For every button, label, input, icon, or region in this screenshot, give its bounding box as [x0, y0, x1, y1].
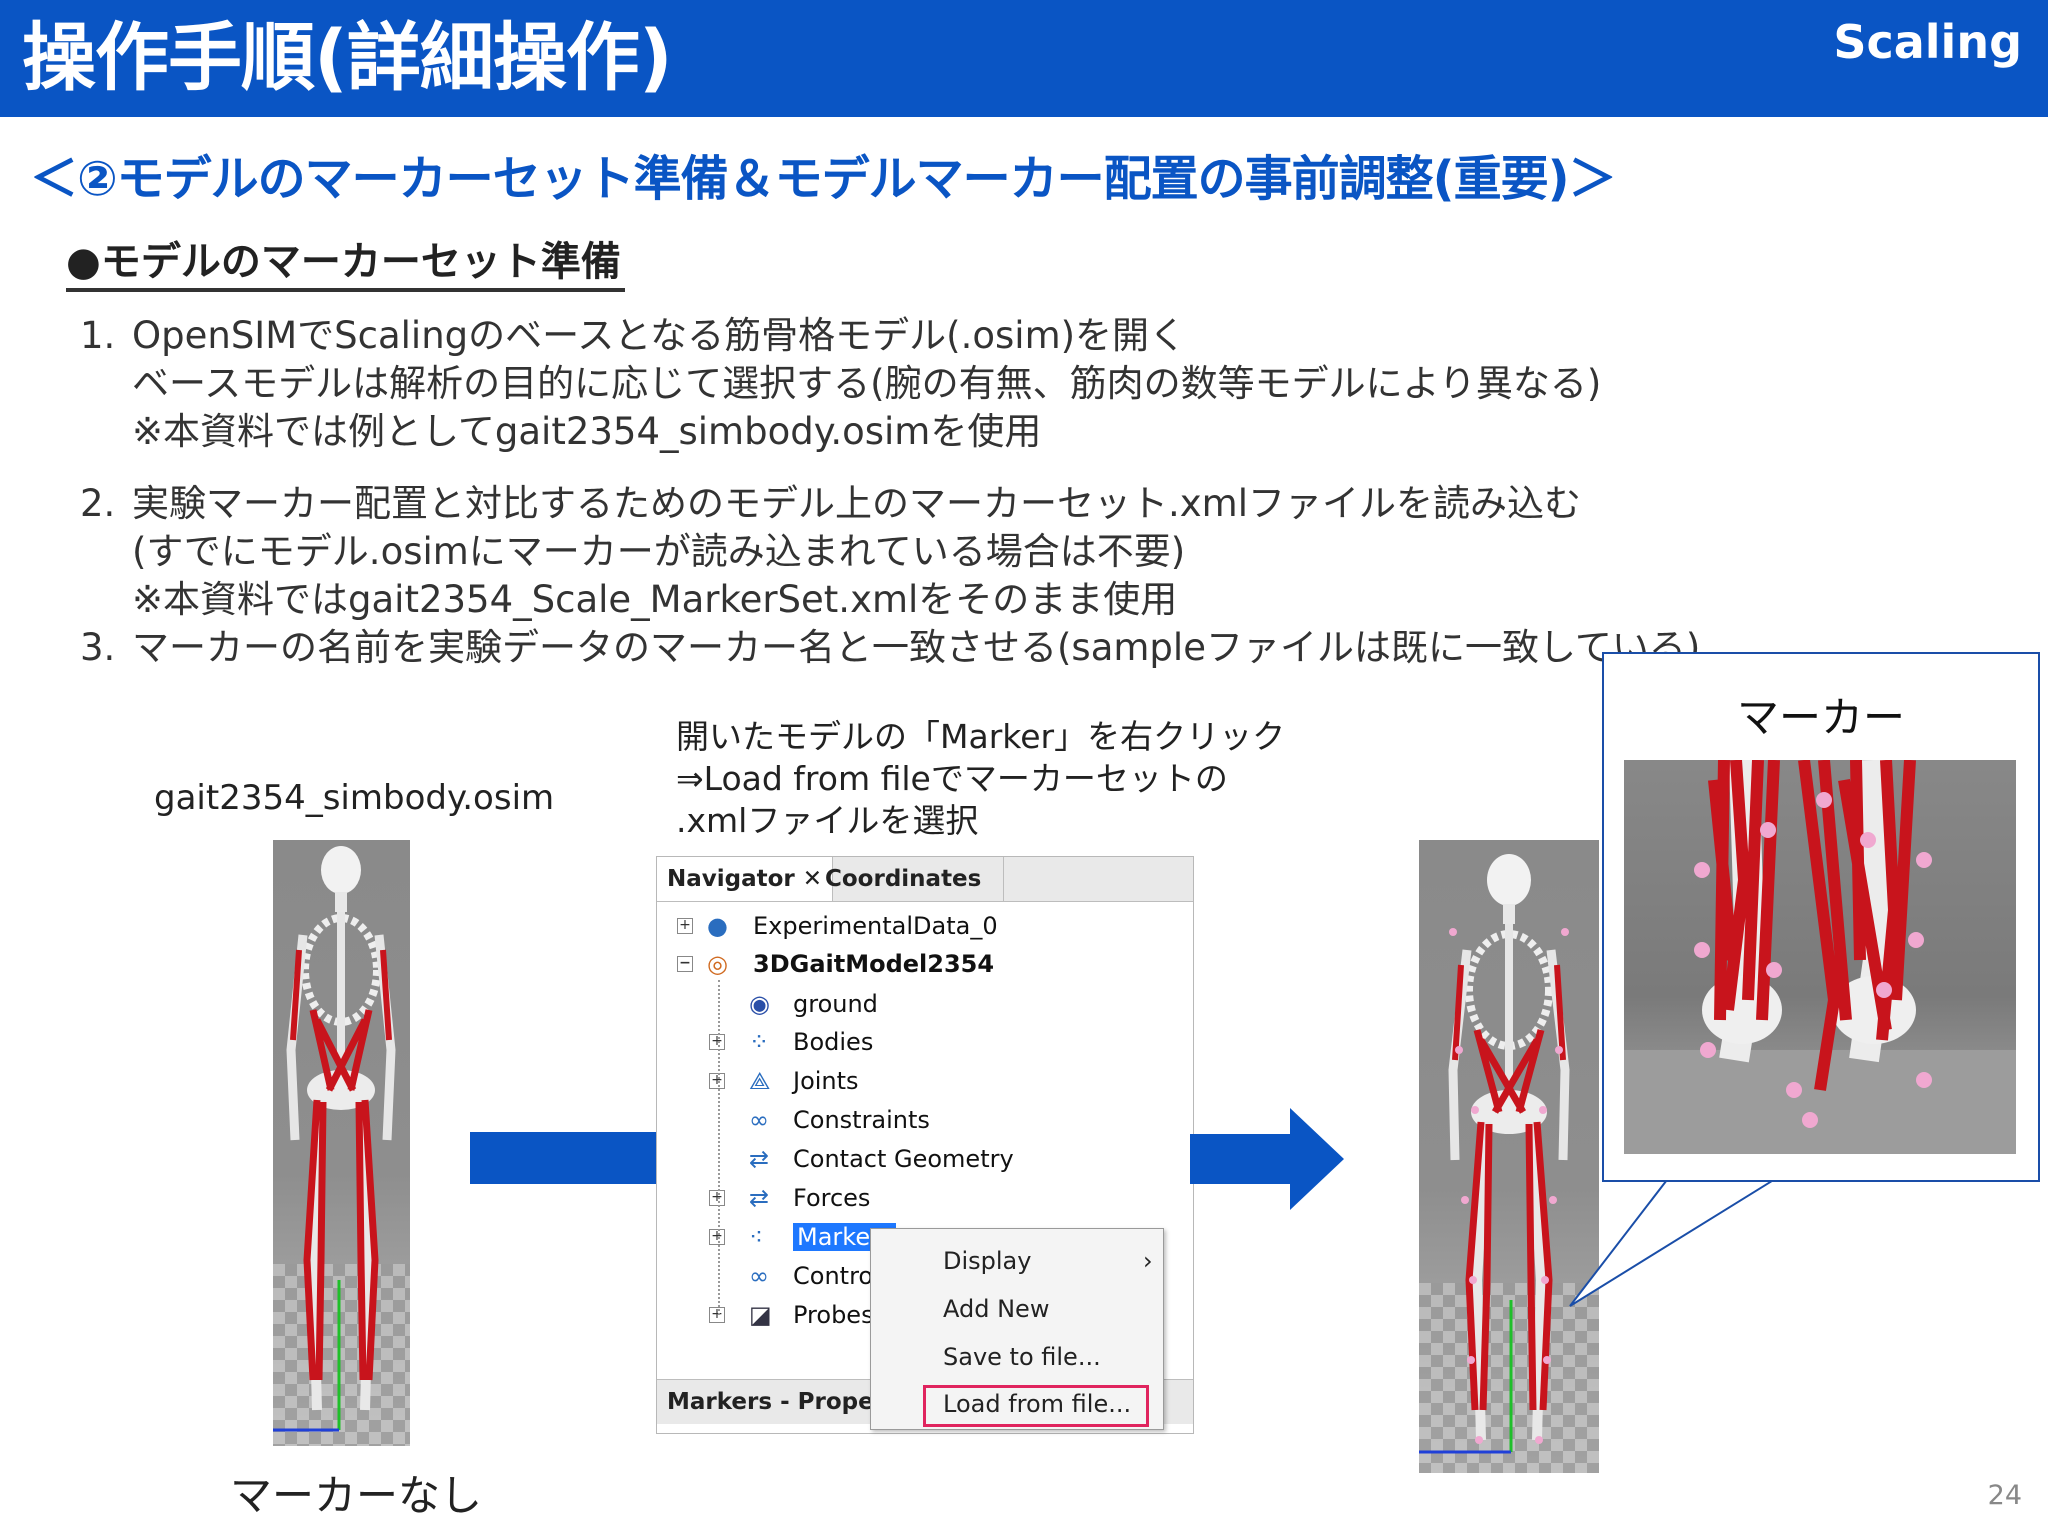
flow-arrow-right [1190, 1108, 1344, 1210]
expand-icon[interactable]: + [709, 1190, 725, 1206]
menu-item-load-from-file[interactable]: Load from file... [943, 1390, 1132, 1418]
chevron-right-icon: › [1143, 1247, 1153, 1275]
menu-item-display[interactable]: Display› [943, 1241, 1153, 1281]
expand-icon[interactable]: + [677, 918, 693, 934]
tree-item-joints[interactable]: +⟁Joints [709, 1062, 859, 1100]
slide-subtitle: ＜②モデルのマーカーセット準備＆モデルマーカー配置の事前調整(重要)＞ [30, 151, 1617, 207]
load-from-file-highlight [923, 1385, 1149, 1427]
expand-icon[interactable]: + [709, 1307, 725, 1323]
tree-guide-line [718, 980, 720, 1315]
tab-navigator[interactable]: Navigator✕ [657, 857, 834, 901]
instruction-line: 開いたモデルの「Marker」を右クリック [676, 717, 1286, 756]
tree-item-probes[interactable]: +◪Probes [709, 1296, 874, 1334]
probes-icon: ◪ [749, 1301, 772, 1329]
menu-item-add-new[interactable]: Add New [943, 1295, 1050, 1323]
close-icon[interactable]: ✕ [802, 866, 823, 892]
menu-item-save-to-file[interactable]: Save to file... [943, 1343, 1101, 1371]
callout-title: マーカー [1736, 693, 1905, 742]
tree-item-forces[interactable]: +⇄Forces [709, 1179, 870, 1217]
skeleton-model-with-markers [1419, 840, 1599, 1473]
step-number: 3. [80, 626, 116, 669]
marker-closeup-image [1624, 760, 2016, 1154]
step-line: ※本資料では例としてgait2354_simbody.osimを使用 [132, 410, 1042, 453]
forces-icon: ⇄ [749, 1184, 770, 1212]
step-line: ベースモデルは解析の目的に応じて選択する(腕の有無、筋肉の数等モデルにより異なる… [132, 362, 1602, 405]
tree-item-bodies[interactable]: +⁘Bodies [709, 1023, 873, 1061]
step-line: 実験マーカー配置と対比するためのモデル上のマーカーセット.xmlファイルを読み込… [132, 482, 1581, 525]
tree-item-contact-geometry[interactable]: ⇄Contact Geometry [749, 1145, 1014, 1173]
tree-item-experimental-data[interactable]: +●ExperimentalData_0 [677, 907, 998, 945]
joints-icon: ⟁ [749, 1067, 771, 1095]
steps-list: 1. OpenSIMでScalingのベースとなる筋骨格モデル(.osim)を開… [80, 312, 1700, 672]
instruction-line: ⇒Load from fileでマーカーセットの [676, 759, 1228, 798]
model-icon: ◎ [707, 950, 728, 978]
section-heading: ●モデルのマーカーセット準備 [66, 236, 625, 292]
step-2: 2. 実験マーカー配置と対比するためのモデル上のマーカーセット.xmlファイルを… [80, 480, 1700, 624]
step-line: マーカーの名前を実験データのマーカー名と一致させる(sampleファイルは既に一… [132, 626, 1701, 669]
tree-item-ground[interactable]: ◉ground [749, 990, 878, 1018]
tree-item-constraints[interactable]: ∞Constraints [749, 1106, 930, 1134]
instruction-line: .xmlファイルを選択 [676, 801, 979, 840]
tree-item-model[interactable]: −◎3DGaitModel2354 [677, 945, 994, 983]
page-title: 操作手順(詳細操作) [22, 15, 673, 101]
data-icon: ● [707, 912, 728, 940]
context-menu: Display› Add New Save to file... Load fr… [870, 1228, 1164, 1430]
flow-arrow-left [470, 1132, 656, 1184]
controllers-icon: ∞ [749, 1262, 769, 1290]
page-number: 24 [1987, 1480, 2022, 1511]
navigator-tabs: Navigator✕ Coordinates [657, 857, 1193, 902]
constraints-icon: ∞ [749, 1106, 769, 1134]
callout-pointer [1569, 1175, 1784, 1307]
contact-icon: ⇄ [749, 1145, 770, 1173]
no-markers-caption: マーカーなし [230, 1471, 483, 1520]
expand-icon[interactable]: + [709, 1073, 725, 1089]
instruction-text: 開いたモデルの「Marker」を右クリック ⇒Load from fileでマー… [676, 716, 1285, 842]
section-tag: Scaling [1833, 15, 2022, 69]
collapse-icon[interactable]: − [677, 956, 693, 972]
ground-icon: ◉ [749, 990, 770, 1018]
step-3: 3. マーカーの名前を実験データのマーカー名と一致させる(sampleファイルは… [80, 624, 1700, 672]
header-bar: 操作手順(詳細操作) Scaling [0, 0, 2048, 117]
step-number: 1. [80, 314, 116, 357]
expand-icon[interactable]: + [709, 1034, 725, 1050]
tab-coordinates[interactable]: Coordinates [815, 857, 1004, 901]
expand-icon[interactable]: + [709, 1229, 725, 1245]
skeleton-model-no-markers [273, 840, 410, 1446]
step-1: 1. OpenSIMでScalingのベースとなる筋骨格モデル(.osim)を開… [80, 312, 1700, 456]
bodies-icon: ⁘ [749, 1028, 770, 1056]
step-line: (すでにモデル.osimにマーカーが読み込まれている場合は不要) [132, 530, 1186, 573]
step-line: OpenSIMでScalingのベースとなる筋骨格モデル(.osim)を開く [132, 314, 1187, 357]
markers-icon: ⁖ [749, 1223, 764, 1251]
step-line: ※本資料ではgait2354_Scale_MarkerSet.xmlをそのまま使… [132, 578, 1178, 621]
model-filename-caption: gait2354_simbody.osim [154, 778, 555, 818]
step-number: 2. [80, 482, 116, 525]
marker-closeup-callout: マーカー [1602, 652, 2040, 1182]
